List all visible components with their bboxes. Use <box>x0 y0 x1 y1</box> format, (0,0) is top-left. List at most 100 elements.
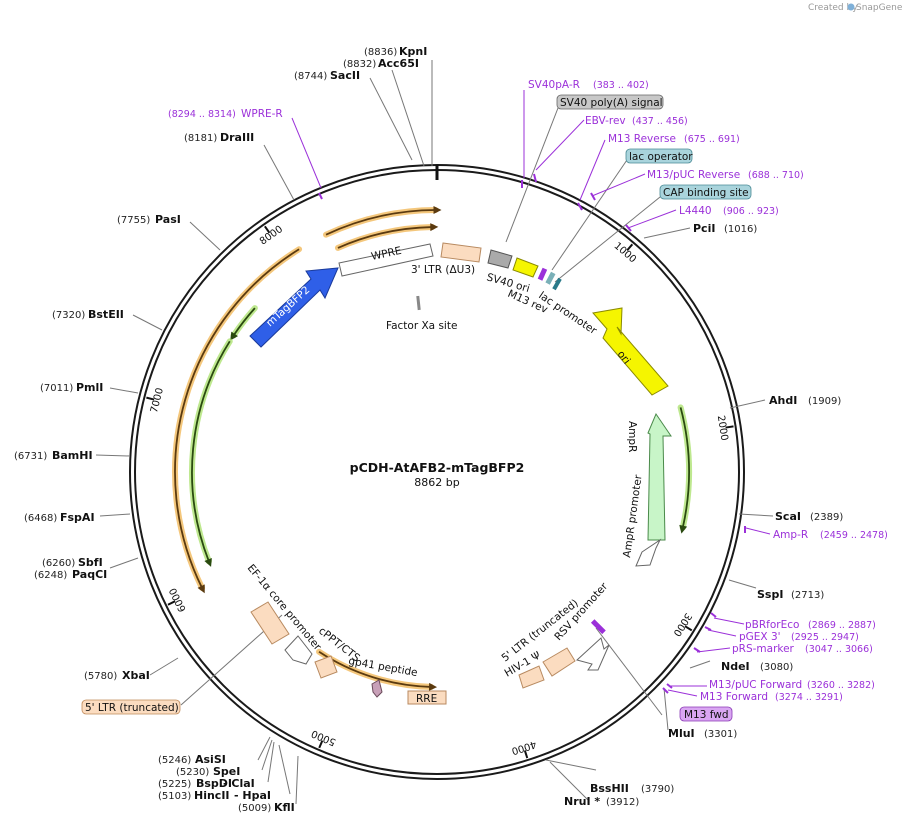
snapgene-brand: SnapGene <box>856 3 903 13</box>
sv40-polya-label: SV40 poly(A) signal <box>560 97 663 109</box>
primer-pos: (688 .. 710) <box>748 170 804 181</box>
primer-pos: (3260 .. 3282) <box>807 680 875 691</box>
enzyme-name: SpeI <box>213 765 240 778</box>
enzyme-name: PciI <box>693 222 715 235</box>
enzyme-name: FspAI <box>60 511 95 524</box>
orf-arc <box>174 248 300 589</box>
enzyme-pos: (6468) <box>24 513 57 524</box>
orf-arc <box>337 226 433 249</box>
ori-feature <box>592 307 669 396</box>
scale-tick-label: 4000 <box>510 738 538 756</box>
enzyme-name: ScaI <box>775 510 801 523</box>
ltr5-box-label: 5' LTR (truncated) <box>85 702 179 714</box>
enzyme-pos: (3301) <box>704 729 737 740</box>
orf-arc <box>232 307 256 336</box>
enzyme-name: PasI <box>155 213 181 226</box>
enzyme-pos: (5009) <box>238 803 271 814</box>
rre-feature <box>407 690 447 705</box>
lac-operator-box <box>625 148 693 164</box>
orf-arrowhead <box>428 682 438 691</box>
scale-tick-label: 3000 <box>671 611 694 638</box>
orf-arrowhead <box>433 206 442 215</box>
enzyme-pos: (3912) <box>606 797 639 808</box>
primer-pos: (906 .. 923) <box>723 206 779 217</box>
ltr3-label: 3' LTR (ΔU3) <box>411 264 475 276</box>
rre-label: RRE <box>416 693 437 705</box>
orf-arc-glow <box>334 224 436 251</box>
ltr5-box <box>81 699 181 715</box>
enzyme-pos: (5246) <box>158 755 191 766</box>
scale-tick <box>167 600 176 606</box>
primer-name: M13/pUC Reverse <box>647 169 740 181</box>
enzyme-pos: (5103) <box>158 791 191 802</box>
enzyme-name: NruI * <box>564 795 600 808</box>
enzyme-pos: (1909) <box>808 396 841 407</box>
rsv-promoter-feature <box>575 637 610 671</box>
primer-pos: (3274 .. 3291) <box>775 692 843 703</box>
cap-binding-box <box>659 184 752 200</box>
enzyme-pos: (7320) <box>52 310 85 321</box>
enzyme-name: SbfI <box>78 556 103 569</box>
scale-tick-label: 2000 <box>715 415 730 442</box>
enzyme-pos: (8181) <box>184 133 217 144</box>
primer-name: M13 Reverse <box>608 133 676 145</box>
enzyme-labels: (8836) KpnI (8832) Acc65I (8744) SacII (… <box>14 45 843 814</box>
orf-arc <box>325 209 436 236</box>
created-by-text: Created by <box>808 3 858 13</box>
primer-pos: (3047 .. 3066) <box>805 644 873 655</box>
primer-name: M13 Forward <box>700 691 768 703</box>
enzyme-name: BstEII <box>88 308 124 321</box>
m13-fwd-label: M13 fwd <box>684 709 729 721</box>
factor-xa-mark <box>416 295 421 311</box>
scale-tick <box>264 225 271 234</box>
primer-name: pRS-marker <box>732 643 795 655</box>
wpre-feature <box>338 243 434 277</box>
primer-name: Amp-R <box>773 529 808 541</box>
enzyme-name: BssHII <box>590 782 629 795</box>
primer-name: WPRE-R <box>241 108 283 120</box>
enzyme-name: KpnI <box>399 45 427 58</box>
scale-tick-label: 7000 <box>149 387 166 414</box>
scale-tick <box>318 740 324 749</box>
ef1a-promoter-arrow <box>284 635 313 665</box>
orf-arrows <box>172 206 692 691</box>
ltr5-feature <box>542 647 576 677</box>
ef1a-label: EF-1α core promoter <box>245 562 324 653</box>
enzyme-pos: (7011) <box>40 383 73 394</box>
enzyme-name: XbaI <box>122 669 150 682</box>
primer-name: pBRforEco <box>745 619 799 631</box>
orf-arc-glow <box>172 246 303 591</box>
boxed-labels: SV40 poly(A) signal lac operator CAP bin… <box>81 94 752 722</box>
enzyme-pos: (6731) <box>14 451 47 462</box>
enzyme-pos: (6248) <box>34 570 67 581</box>
scale-tick <box>725 425 734 429</box>
mtagbfp2-label: mTagBFP2 <box>264 284 312 329</box>
primer-name: M13/pUC Forward <box>709 679 802 691</box>
orf-arc <box>679 407 690 528</box>
primer-leader-lines <box>291 90 771 697</box>
primer-name: SV40pA-R <box>528 79 580 91</box>
enzyme-name: AsiSI <box>195 753 226 766</box>
sv40-ori-feature <box>487 249 513 269</box>
enzyme-pos: (2389) <box>810 512 843 523</box>
scale-tick <box>523 750 529 759</box>
plasmid-length: 8862 bp <box>414 476 459 489</box>
primer-site-mark <box>590 619 606 635</box>
enzyme-pos: (8744) <box>294 71 327 82</box>
orf-arrowhead <box>430 223 439 232</box>
primer-site-mark <box>537 267 548 281</box>
ampr-promoter-label: AmpR promoter <box>621 473 645 558</box>
enzyme-pos: (8832) <box>343 59 376 70</box>
lac-operator-mark <box>545 271 556 285</box>
scale-tick <box>684 625 693 632</box>
enzyme-name: KflI <box>274 801 295 814</box>
sv40-polya-box <box>556 94 664 110</box>
m13-fwd-box <box>679 706 733 722</box>
cppt-feature <box>314 655 338 679</box>
ltr3-feature <box>440 242 482 263</box>
primer-pos: (2925 .. 2947) <box>791 632 859 643</box>
orf-arrowhead <box>204 558 212 567</box>
leader-lines <box>95 60 774 805</box>
enzyme-name: SacII <box>330 69 360 82</box>
enzyme-name: Acc65I <box>378 57 419 70</box>
